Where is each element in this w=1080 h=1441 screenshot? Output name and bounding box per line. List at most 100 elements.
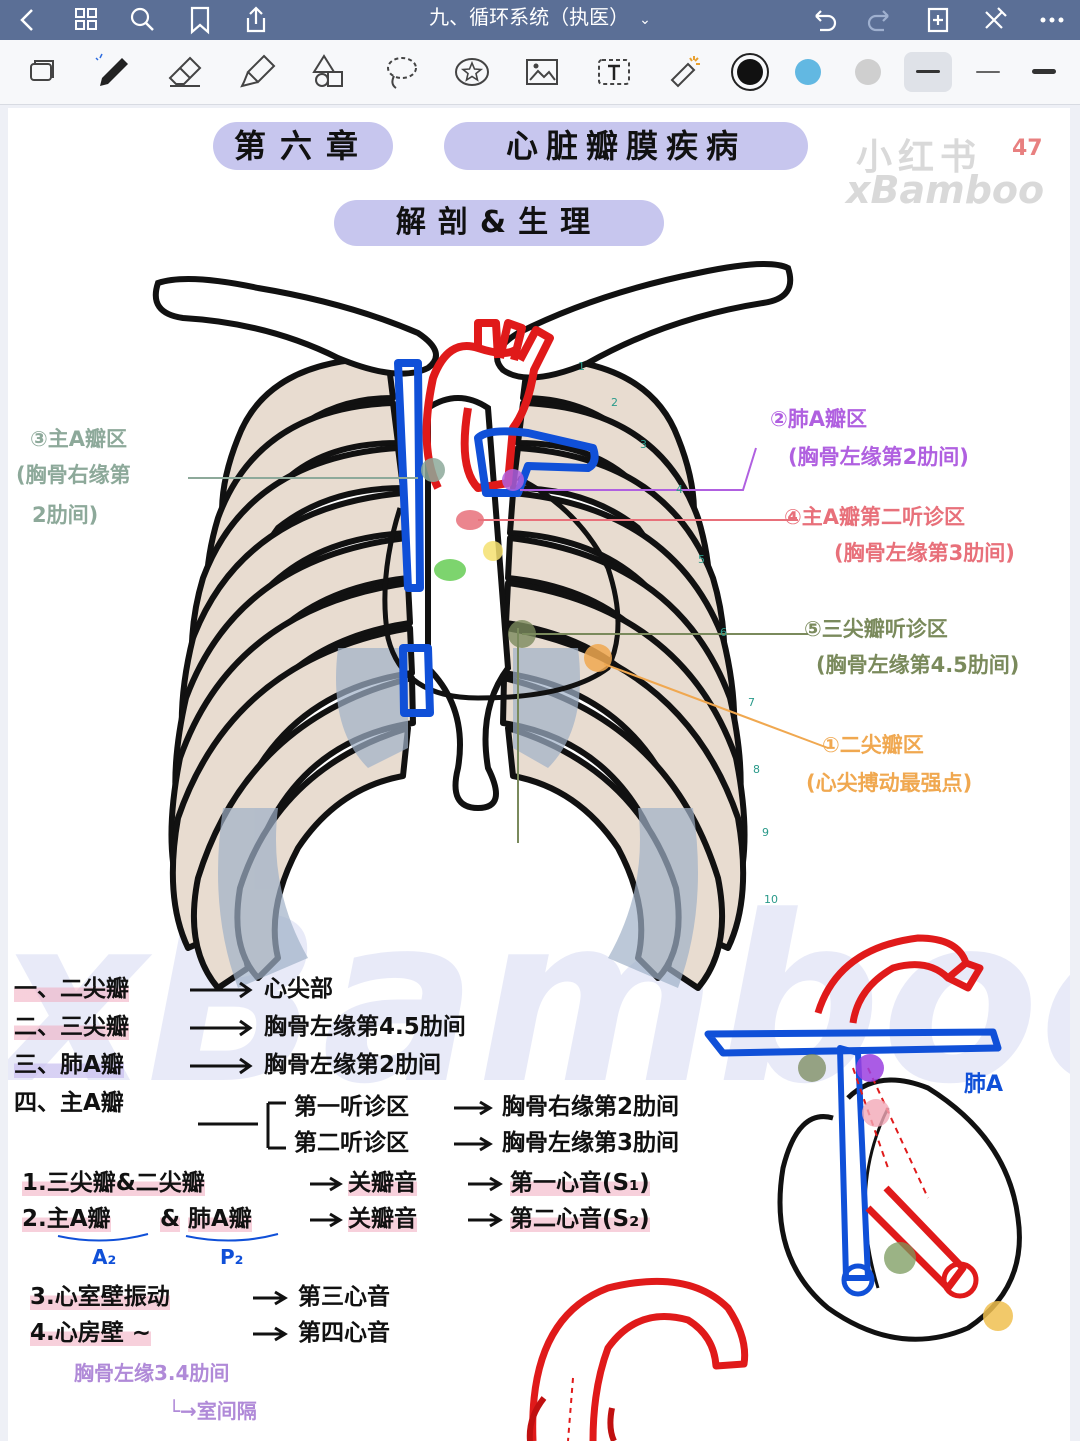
read-only-icon[interactable] [22,52,62,92]
mitral-area-label: ①二尖瓣区 [822,733,924,757]
sound-s2-pulmonary: 肺A瓣 [188,1206,252,1232]
drawing-toolbar [0,40,1080,105]
chapter-subject: 心脏瓣膜疾病 [444,122,808,170]
shapes-icon[interactable] [310,52,350,92]
tricuspid-area-label: ⑤三尖瓣听诊区 [804,617,948,641]
more-icon[interactable] [1036,4,1068,36]
image-icon[interactable] [522,52,562,92]
chevron-down-icon[interactable]: ⌄ [639,12,651,28]
sticker-icon[interactable] [452,52,492,92]
list-item-mitral-location: 心尖部 [264,976,333,1002]
sternum [425,395,512,812]
anatomy-drawing: 1 2 3 4 5 6 7 8 9 10 [57,261,1022,1441]
note-page[interactable]: xBamboo [8,108,1070,1441]
sound-s1-name: 第一心音(S₁) [510,1170,650,1196]
septum-location-note: 胸骨左缘3.4肋间 [74,1361,230,1385]
sound-s2-ampersand: & [160,1206,181,1232]
septum-note: └→室间隔 [168,1399,257,1423]
pulmonary-area-detail: (胸骨左缘第2肋间) [788,445,969,469]
section-title: 解剖&生理 [334,200,664,246]
heart-outline [382,475,621,701]
aorta [422,319,554,492]
tricuspid-area-detail: (胸骨左缘第4.5肋间) [816,653,1020,677]
clavicle-right [494,261,794,381]
aortic-area-detail-2: 2肋间) [32,503,99,527]
rib-number-5: 5 [698,553,705,566]
share-icon[interactable] [240,4,272,36]
a2-label: A₂ [92,1245,117,1269]
heart-diagram [704,934,1022,1342]
aortic-second-area-dot [456,510,484,530]
sound-s3-name: 第三心音 [298,1284,390,1310]
sound-s2-aortic: 2.主A瓣 [22,1206,111,1232]
thickness-thick[interactable] [1020,52,1068,92]
pulmonary-artery [474,427,599,497]
color-swatch-gray-fill [855,59,881,85]
bookmark-icon[interactable] [184,4,216,36]
redo-icon[interactable] [864,4,896,36]
color-swatch-blue-fill [795,59,821,85]
pen-icon[interactable] [94,52,134,92]
color-swatch-black[interactable] [730,52,770,92]
yellow-dot [483,541,503,561]
watermark-brand: 小红书 [856,137,983,178]
document-title: 九、循环系统（执医） ⌄ [0,0,1080,40]
color-swatch-black-fill [737,59,763,85]
mitral-area-dot [584,644,612,672]
list-item-pulmonary: 三、肺A瓣 [14,1052,124,1078]
grid-icon[interactable] [70,4,102,36]
rib-number-8: 8 [753,763,760,776]
sound-s4-source: 4.心房壁 ~ [30,1320,152,1346]
list-item-tricuspid: 二、三尖瓣 [14,1014,129,1040]
mitral-area-detail: (心尖搏动最强点) [806,771,973,795]
list-item-aortic-second-location: 胸骨左缘第3肋间 [502,1130,680,1156]
cartilage-shading [218,648,698,988]
thickness-thin-line [916,70,940,73]
thickness-thin-selected[interactable] [904,52,952,92]
eraser-icon[interactable] [166,52,206,92]
pulmonary-artery-label: 肺A [964,1072,1004,1097]
chapter-title: 第六章 [213,122,393,170]
color-swatch-gray[interactable] [848,52,888,92]
rib-number-9: 9 [762,826,769,839]
a2-underline [57,1233,149,1242]
rib-number-7: 7 [748,696,755,709]
rib-number-1: 1 [578,360,585,373]
add-page-icon[interactable] [922,4,954,36]
thickness-thick-line [1032,69,1056,74]
sound-s1-cause: 关瓣音 [348,1170,417,1196]
thickness-hairline-line [976,71,1000,73]
rib-number-2: 2 [611,396,618,409]
back-icon[interactable] [12,4,44,36]
sound-s1-source: 1.三尖瓣&二尖瓣 [22,1170,205,1196]
rib-number-3: 3 [640,438,647,451]
color-swatch-blue[interactable] [788,52,828,92]
search-icon[interactable] [126,4,158,36]
sound-s4-name: 第四心音 [298,1320,390,1346]
undo-icon[interactable] [808,4,840,36]
thickness-hairline[interactable] [964,52,1012,92]
list-item-aortic: 四、主A瓣 [14,1090,124,1116]
highlighter-icon[interactable] [238,52,278,92]
list-item-aortic-first-location: 胸骨右缘第2肋间 [502,1094,680,1120]
lasso-icon[interactable] [382,52,422,92]
document-title-text[interactable]: 九、循环系统（执医） [429,5,630,29]
list-arrows [190,981,503,1342]
watermark-author: xBamboo [846,168,1045,212]
rib-number-6: 6 [720,626,727,639]
pulmonary-area-label: ②肺A瓣区 [770,407,868,431]
sound-s2-name: 第二心音(S₂) [510,1206,650,1232]
p2-underline [185,1233,279,1242]
pulmonary-area-dot [502,469,524,491]
list-item-pulmonary-location: 胸骨左缘第2肋间 [264,1052,442,1078]
vena-cava [394,359,434,717]
close-tools-icon[interactable] [978,4,1010,36]
clavicle-left [152,276,439,377]
green-dot [434,559,466,581]
rib-numbers: 1 2 3 4 5 6 7 8 9 10 [578,360,778,906]
aortic-arch-diagram [526,1277,749,1441]
list-item-aortic-second: 第二听诊区 [294,1130,409,1156]
rib-number-10: 10 [764,893,778,906]
text-icon[interactable] [594,52,634,92]
laser-pointer-icon[interactable] [664,52,704,92]
